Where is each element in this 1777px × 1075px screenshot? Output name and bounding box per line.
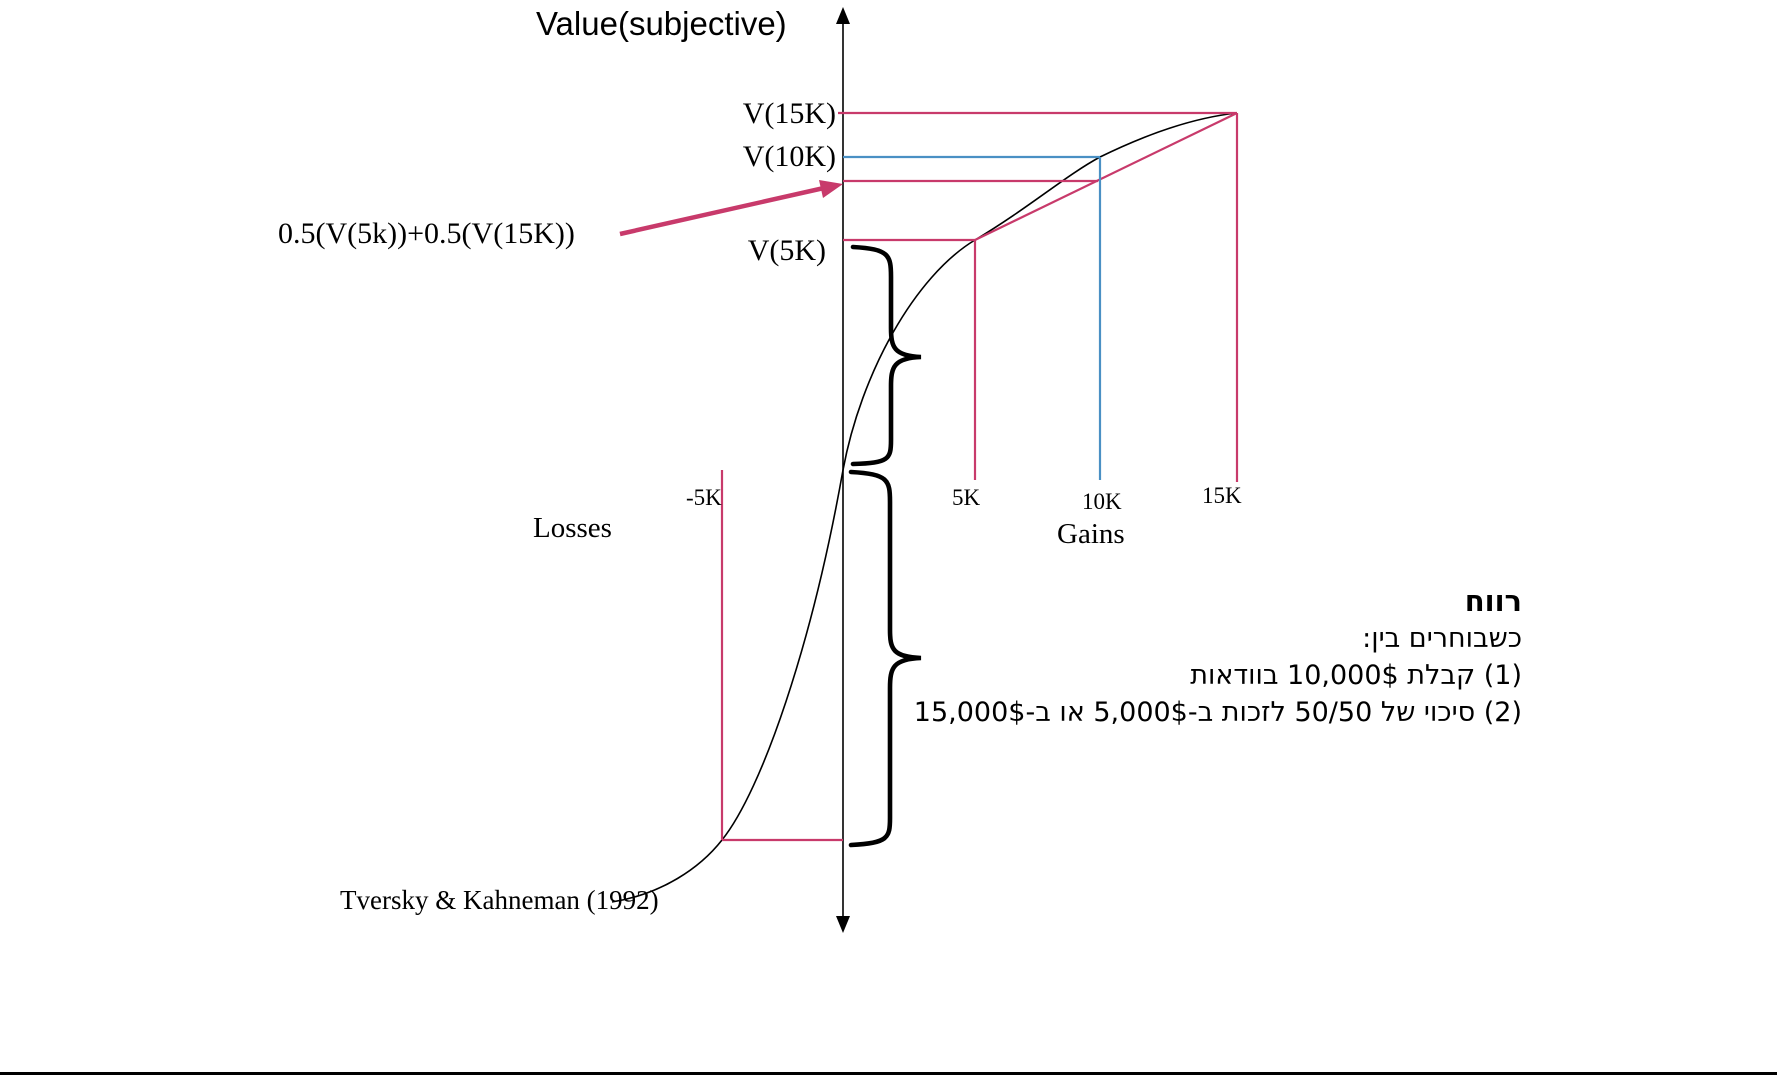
x-tick-5k: 5K [952, 485, 981, 510]
gamble-chord-line [974, 112, 1238, 241]
v5k-label: V(5K) [747, 234, 826, 267]
v10k-label: V(10K) [742, 140, 836, 173]
hebrew-line-option1: (1) קבלת 10,000$ בוודאות [1190, 660, 1522, 691]
losses-axis-label: Losses [533, 512, 612, 544]
v15k-label: V(15K) [742, 97, 836, 130]
slide-bottom-border [0, 1072, 1777, 1075]
hebrew-annotation-block: רווח כשבוחרים בין: (1) קבלת 10,000$ בווד… [914, 583, 1522, 731]
axis-arrow-down-icon [836, 916, 850, 933]
x-tick-15k: 15K [1202, 483, 1242, 508]
gains-axis-label: Gains [1057, 518, 1125, 550]
expected-value-arrow [619, 185, 825, 237]
hebrew-line-choose: כשבוחרים בין: [1362, 623, 1522, 654]
expected-value-label: 0.5(V(5k))+0.5(V(15K)) [278, 217, 575, 250]
axis-arrow-up-icon [836, 7, 850, 24]
loss-value-brace [848, 469, 922, 848]
y-axis-title: Value(subjective) [536, 5, 787, 42]
hebrew-line-option2: (2) סיכוי של 50/50 לזכות ב-5,000$ או ב-1… [913, 697, 1522, 728]
citation-label: Tversky & Kahneman (1992) [340, 885, 659, 915]
expected-value-arrowhead-icon [819, 180, 843, 198]
gain-value-brace [850, 244, 922, 467]
x-tick-10k: 10K [1082, 489, 1122, 514]
hebrew-heading: רווח [1464, 584, 1522, 618]
x-tick-neg5k: -5K [686, 485, 722, 510]
